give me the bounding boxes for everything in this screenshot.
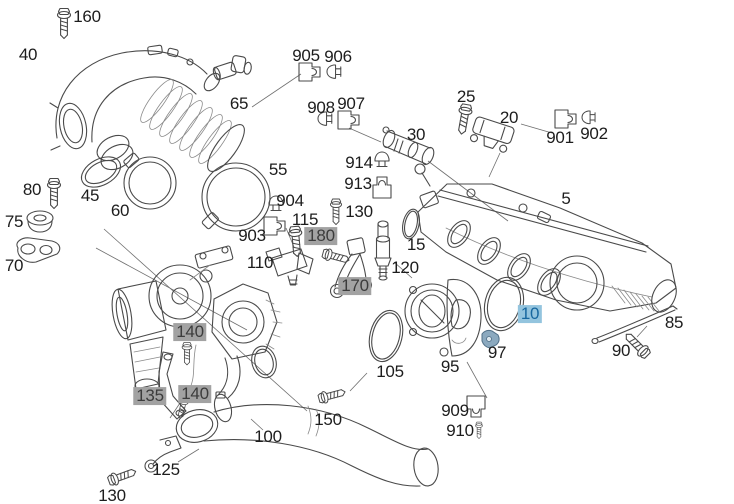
part-air-duct-40 xyxy=(49,44,245,172)
part-bracket-70 xyxy=(16,237,61,263)
part-intake-manifold-5 xyxy=(414,163,677,313)
part-label-120: 120 xyxy=(391,258,419,278)
part-hose-clamp-60 xyxy=(123,152,177,210)
part-label-5: 5 xyxy=(561,189,571,209)
part-bracket-135 xyxy=(158,351,187,420)
part-label-130-mid: 130 xyxy=(345,202,373,222)
part-label-60: 60 xyxy=(110,201,130,221)
part-label-913: 913 xyxy=(344,174,372,194)
part-label-901: 901 xyxy=(546,128,574,148)
part-label-20: 20 xyxy=(499,108,519,128)
part-label-140-upper[interactable]: 140 xyxy=(173,323,207,341)
part-label-45: 45 xyxy=(80,186,100,206)
part-label-115: 115 xyxy=(291,210,319,230)
part-label-30: 30 xyxy=(406,125,426,145)
part-label-125: 125 xyxy=(152,460,180,480)
part-label-140-lower[interactable]: 140 xyxy=(178,385,212,403)
part-label-55: 55 xyxy=(268,160,288,180)
part-label-95: 95 xyxy=(440,357,460,377)
part-gasket-85 xyxy=(591,305,678,345)
part-hose-clamp-55 xyxy=(201,162,271,232)
part-label-75: 75 xyxy=(4,212,24,232)
part-label-130-bottom: 130 xyxy=(98,486,126,504)
part-label-160: 160 xyxy=(73,7,101,27)
part-label-80: 80 xyxy=(22,180,42,200)
part-o-ring-105 xyxy=(368,309,404,363)
part-clip-97 xyxy=(481,329,500,349)
part-label-180[interactable]: 180 xyxy=(304,227,338,245)
part-label-909: 909 xyxy=(441,401,469,421)
part-label-15: 15 xyxy=(406,235,426,255)
part-label-65: 65 xyxy=(229,94,249,114)
part-sensor-110 xyxy=(265,247,314,286)
part-turbocharger xyxy=(111,245,283,399)
part-pipe-30 xyxy=(382,126,435,166)
part-label-903: 903 xyxy=(238,226,266,246)
part-label-150: 150 xyxy=(314,410,342,430)
leader-lines xyxy=(95,73,648,463)
part-label-135[interactable]: 135 xyxy=(133,387,167,405)
part-charge-pipe-100 xyxy=(175,391,439,487)
part-label-90: 90 xyxy=(611,341,631,361)
part-label-10[interactable]: 10 xyxy=(517,305,543,323)
part-label-25: 25 xyxy=(456,87,476,107)
part-label-906: 906 xyxy=(324,47,352,67)
part-valve-120 xyxy=(374,220,392,281)
part-label-902: 902 xyxy=(580,124,608,144)
part-label-904: 904 xyxy=(276,191,304,211)
part-o-ring-15 xyxy=(402,208,420,240)
part-label-97: 97 xyxy=(487,343,507,363)
part-label-907: 907 xyxy=(337,94,365,114)
part-label-85: 85 xyxy=(664,313,684,333)
part-sensor-65 xyxy=(212,55,252,81)
part-sensor-20 xyxy=(469,116,515,153)
part-label-40: 40 xyxy=(18,45,38,65)
part-label-908: 908 xyxy=(307,98,335,118)
part-label-910: 910 xyxy=(446,421,474,441)
part-grommet-75 xyxy=(26,210,54,233)
part-throttle-body-95 xyxy=(404,278,482,357)
part-bracket-125 xyxy=(144,435,182,473)
part-label-100: 100 xyxy=(254,427,282,447)
part-label-70: 70 xyxy=(4,256,24,276)
part-label-110: 110 xyxy=(246,253,274,273)
part-label-914: 914 xyxy=(345,153,373,173)
part-label-105: 105 xyxy=(376,362,404,382)
part-label-170[interactable]: 170 xyxy=(338,277,372,295)
part-seal-ring-45 xyxy=(80,156,122,188)
part-label-905: 905 xyxy=(292,46,320,66)
